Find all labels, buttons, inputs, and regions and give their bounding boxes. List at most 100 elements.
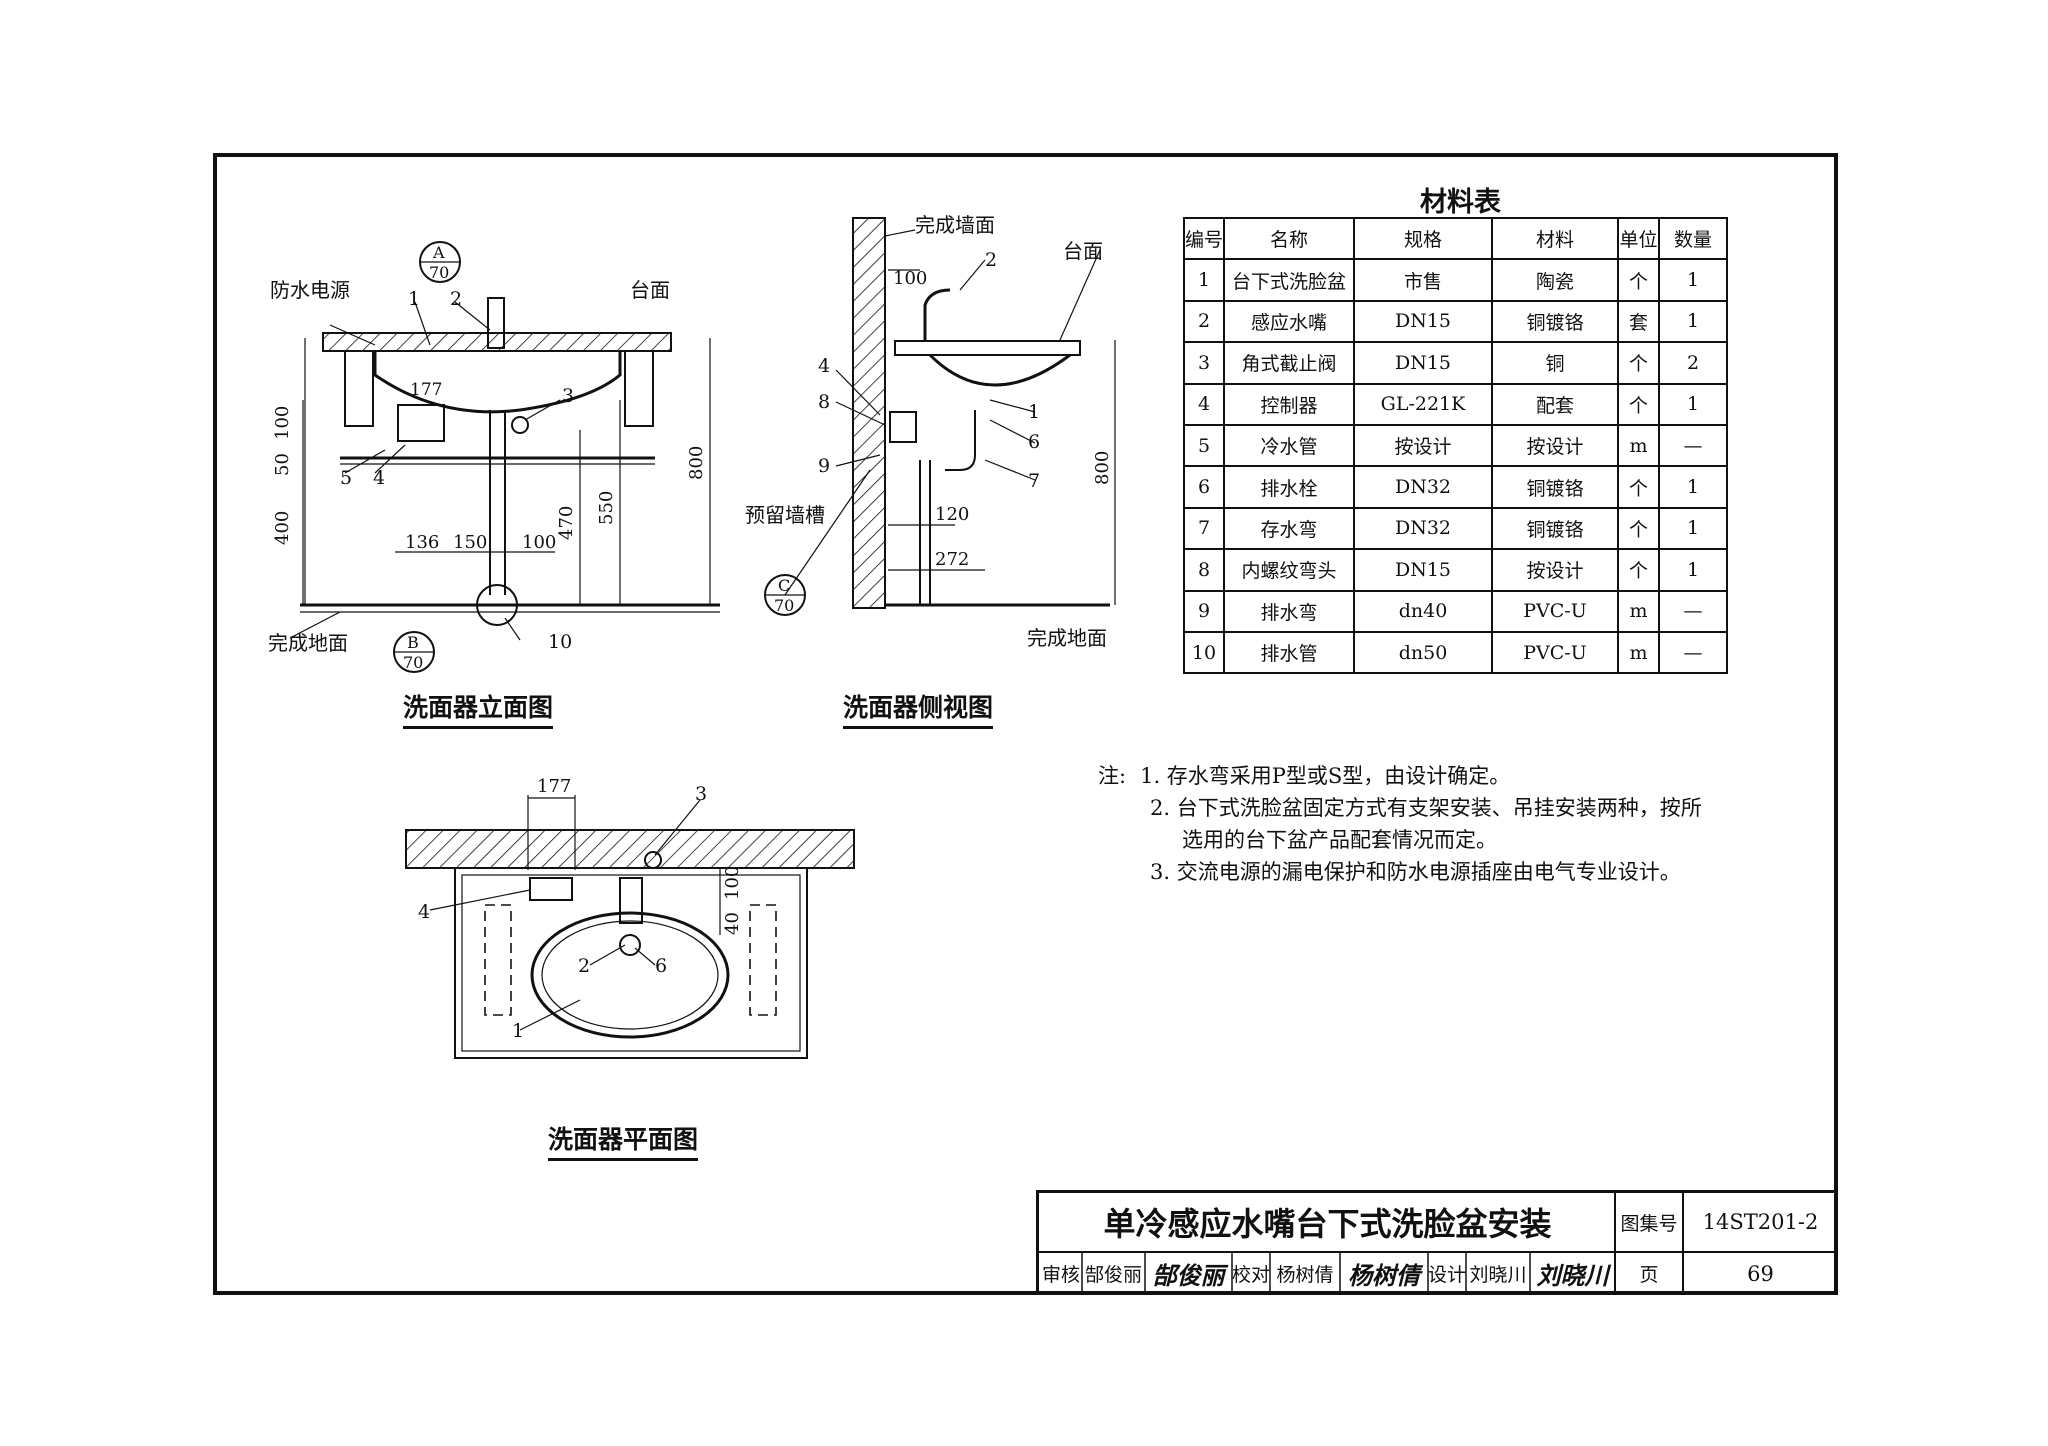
table-cell: dn40 — [1353, 589, 1493, 633]
note-line-3: 选用的台下盆产品配套情况而定。 — [1098, 824, 1702, 856]
reviewer-signature: 郜俊丽 — [1152, 1261, 1225, 1290]
table-cell: 市售 — [1353, 258, 1493, 302]
table-cell: DN15 — [1353, 341, 1493, 385]
header-cell: 规格 — [1353, 216, 1493, 261]
table-cell: m — [1617, 423, 1660, 468]
page-label: 页 — [1639, 1264, 1659, 1286]
table-cell: 7 — [1183, 506, 1225, 551]
side-callout-6: 6 — [1028, 431, 1040, 453]
atlas-number: 14ST201-2 — [1702, 1210, 1819, 1234]
reviewer-name: 郜俊丽 — [1084, 1264, 1142, 1286]
table-cell: 排水栓 — [1223, 465, 1355, 509]
bracket-left — [344, 350, 374, 427]
section-b-letter: B — [407, 633, 419, 652]
caption-plan: 洗面器平面图 — [548, 1120, 699, 1161]
callout-10: 10 — [548, 631, 572, 653]
table-cell: DN32 — [1353, 506, 1493, 551]
plan-dim-100: 100 — [722, 866, 743, 900]
table-cell: 3 — [1183, 341, 1225, 385]
table-cell: 个 — [1617, 382, 1660, 426]
basin-plan — [530, 911, 730, 1039]
callout-3: 3 — [562, 385, 574, 407]
table-cell: PVC-U — [1491, 589, 1619, 633]
wall-hatch — [852, 217, 886, 609]
table-cell: 1 — [1183, 258, 1225, 302]
dim-400: 400 — [272, 511, 293, 545]
table-cell: dn50 — [1353, 630, 1493, 675]
notes-prefix: 注: — [1098, 764, 1127, 788]
plan-callout-1: 1 — [512, 1020, 524, 1042]
design-label: 设计 — [1428, 1264, 1467, 1286]
drawing-title: 单冷感应水嘴台下式洗脸盆安装 — [1103, 1205, 1552, 1243]
side-callout-7: 7 — [1028, 470, 1040, 492]
side-dim-100: 100 — [893, 268, 927, 289]
label-waterproof-power: 防水电源 — [270, 278, 350, 302]
section-c-page: 70 — [774, 596, 794, 615]
table-cell: — — [1658, 589, 1728, 633]
checker-name: 杨树倩 — [1276, 1264, 1334, 1286]
dim-150: 150 — [453, 532, 487, 553]
table-cell: 个 — [1617, 341, 1660, 385]
header-cell: 单位 — [1617, 216, 1660, 261]
callout-2: 2 — [450, 288, 462, 310]
table-cell: 铜镀铬 — [1491, 465, 1619, 509]
label-reserved-groove: 预留墙槽 — [745, 503, 825, 527]
table-cell: GL-221K — [1353, 382, 1493, 426]
plan-callout-4: 4 — [418, 901, 430, 923]
label-counter-top: 台面 — [630, 278, 670, 302]
table-cell: 1 — [1658, 258, 1728, 302]
note-2-cont: 选用的台下盆产品配套情况而定。 — [1182, 828, 1497, 852]
table-cell: 10 — [1183, 630, 1225, 675]
controller — [397, 404, 445, 442]
table-cell: m — [1617, 589, 1660, 633]
plan-view: 177 40 100 3 4 2 6 1 — [405, 776, 855, 1059]
trap-side — [945, 410, 976, 471]
table-cell: 1 — [1658, 382, 1728, 426]
table-cell: 存水弯 — [1223, 506, 1355, 551]
table-cell: 1 — [1658, 465, 1728, 509]
bracket-plan-left — [484, 904, 512, 1016]
side-dim-272: 272 — [935, 549, 969, 570]
material-table-title: 材料表 — [1420, 187, 1501, 218]
counter-top — [322, 332, 672, 352]
label-finished-floor: 完成地面 — [268, 631, 348, 655]
header-cell: 材料 — [1491, 216, 1619, 261]
dim-50: 50 — [272, 453, 293, 476]
note-line-2: 2. 台下式洗脸盆固定方式有支架安装、吊挂安装两种，按所 — [1098, 792, 1702, 824]
dim-177: 177 — [410, 380, 442, 400]
basin-side — [928, 353, 1071, 387]
table-cell: 铜 — [1491, 341, 1619, 385]
dim-100: 100 — [272, 406, 293, 440]
table-cell: 个 — [1617, 465, 1660, 509]
table-cell: 排水管 — [1223, 630, 1355, 675]
side-callout-9: 9 — [818, 455, 830, 477]
section-a-page: 70 — [429, 263, 449, 282]
table-cell: PVC-U — [1491, 630, 1619, 675]
table-cell: 铜镀铬 — [1491, 299, 1619, 344]
table-cell: 个 — [1617, 258, 1660, 302]
note-line-1: 注:1. 存水弯采用P型或S型，由设计确定。 — [1098, 760, 1702, 792]
caption-elevation: 洗面器立面图 — [403, 688, 554, 729]
table-cell: DN15 — [1353, 299, 1493, 344]
header-cell: 编号 — [1183, 216, 1225, 261]
notes: 注:1. 存水弯采用P型或S型，由设计确定。 2. 台下式洗脸盆固定方式有支架安… — [1098, 760, 1702, 888]
check-label: 校对 — [1232, 1264, 1271, 1286]
table-cell: 9 — [1183, 589, 1225, 633]
table-cell: 配套 — [1491, 382, 1619, 426]
side-callout-4: 4 — [818, 355, 830, 377]
table-cell: 按设计 — [1491, 548, 1619, 592]
table-cell: 6 — [1183, 465, 1225, 509]
dim-550: 550 — [596, 491, 617, 525]
section-c-letter: C — [778, 576, 790, 595]
plan-callout-6: 6 — [655, 955, 667, 977]
callout-5: 5 — [340, 467, 352, 489]
side-dim-800: 800 — [1092, 451, 1113, 485]
